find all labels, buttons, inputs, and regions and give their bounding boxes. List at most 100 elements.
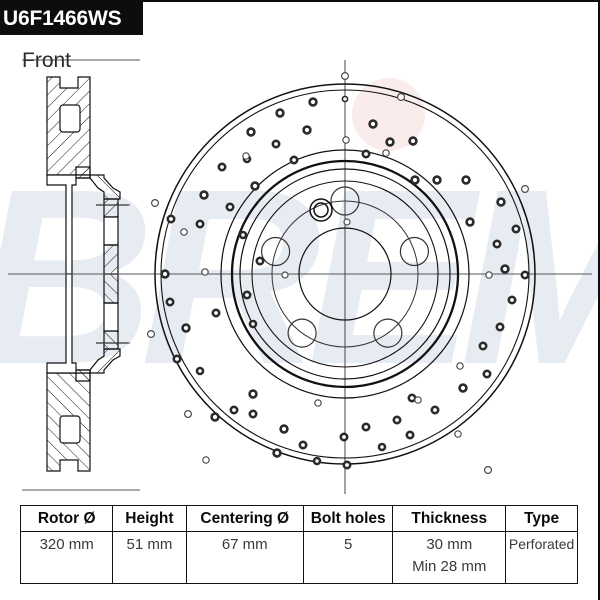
bolt-hole bbox=[330, 186, 360, 216]
table-header-row: Rotor Ø Height Centering Ø Bolt holes Th… bbox=[19, 505, 578, 532]
perforation-hole bbox=[195, 219, 205, 229]
perforation-hole bbox=[342, 136, 350, 144]
perforation-hole bbox=[377, 442, 387, 452]
table-row: 320 mm 51 mm 67 mm 5 30 mm Min 28 mm Per… bbox=[19, 531, 578, 584]
cell-thickness-min: Min 28 mm bbox=[412, 558, 487, 575]
perforation-hole bbox=[248, 409, 258, 419]
perforation-hole bbox=[166, 214, 176, 224]
cell-height: 51 mm bbox=[112, 531, 187, 584]
section-upper-hub bbox=[46, 166, 91, 275]
perforation-hole bbox=[478, 341, 488, 351]
perforation-hole bbox=[520, 185, 529, 194]
perforation-hole bbox=[461, 175, 471, 185]
header-bolt-holes: Bolt holes bbox=[302, 505, 394, 532]
perforation-hole bbox=[202, 456, 210, 464]
perforation-hole bbox=[368, 119, 378, 129]
perforation-hole bbox=[184, 410, 193, 419]
perforation-hole bbox=[248, 319, 258, 329]
perforation-hole bbox=[172, 354, 182, 364]
perforation-hole bbox=[314, 399, 322, 407]
perforation-hole bbox=[181, 323, 191, 333]
perforation-hole bbox=[454, 430, 462, 438]
perforation-hole bbox=[392, 415, 402, 425]
perforation-hole bbox=[484, 466, 493, 475]
perforation-hole bbox=[312, 456, 322, 466]
perforation-hole bbox=[458, 383, 468, 393]
perforation-hole bbox=[271, 139, 281, 149]
perforation-hole bbox=[210, 412, 220, 422]
perforation-hole bbox=[465, 217, 475, 227]
centering-bore bbox=[298, 227, 392, 321]
header-height: Height bbox=[112, 505, 187, 532]
perforation-hole bbox=[279, 424, 289, 434]
perforation-hole bbox=[255, 256, 265, 266]
perforation-hole bbox=[405, 430, 415, 440]
rotor-bell-step bbox=[239, 168, 451, 380]
section-hub-bell bbox=[89, 174, 128, 275]
perforation-hole bbox=[382, 149, 390, 157]
cell-thickness-nominal: 30 mm bbox=[426, 536, 473, 553]
perforation-hole bbox=[361, 422, 371, 432]
perforation-hole bbox=[308, 97, 318, 107]
perforation-hole bbox=[242, 152, 250, 160]
locating-pin-hole bbox=[309, 198, 333, 222]
bolt-hole bbox=[399, 236, 429, 267]
perforation-hole bbox=[275, 108, 285, 118]
perforation-hole bbox=[281, 271, 289, 279]
perforation-hole bbox=[339, 432, 349, 442]
perforation-hole bbox=[147, 330, 156, 339]
perforation-hole bbox=[361, 149, 371, 159]
cell-bolt-holes: 5 bbox=[302, 531, 394, 584]
part-number-title: U6F1466WS bbox=[0, 2, 143, 35]
perforation-hole bbox=[496, 197, 506, 207]
header-thickness: Thickness bbox=[392, 505, 507, 532]
perforation-hole bbox=[482, 369, 492, 379]
bolt-hole-group bbox=[261, 186, 429, 348]
perforation-hole bbox=[397, 92, 406, 101]
perforation-hole bbox=[343, 218, 351, 226]
perforation-hole bbox=[341, 71, 350, 80]
perforation-hole bbox=[385, 137, 395, 147]
perforation-hole bbox=[238, 230, 248, 240]
bolt-hole bbox=[373, 318, 403, 348]
section-lower-half bbox=[46, 273, 128, 472]
perforation-hole bbox=[248, 389, 258, 399]
section-upper-ring bbox=[46, 76, 91, 176]
perforation-hole bbox=[507, 295, 517, 305]
perforation-hole bbox=[430, 405, 440, 415]
header-rotor-diameter: Rotor Ø bbox=[19, 505, 114, 532]
perforation-hole bbox=[492, 239, 502, 249]
perforation-hole bbox=[414, 396, 422, 404]
perforation-hole bbox=[410, 175, 420, 185]
perforation-hole bbox=[246, 127, 256, 137]
perforation-hole bbox=[500, 264, 510, 274]
perforation-hole bbox=[341, 95, 349, 103]
bolt-hole bbox=[261, 236, 291, 267]
specification-table: Rotor Ø Height Centering Ø Bolt holes Th… bbox=[19, 505, 578, 584]
cell-type: Perforated bbox=[505, 531, 578, 584]
view-label-front: Front bbox=[22, 49, 72, 72]
perforation-hole bbox=[217, 162, 227, 172]
bolt-circle bbox=[271, 200, 419, 348]
perforation-hole bbox=[456, 362, 464, 370]
perforation-hole bbox=[302, 125, 312, 135]
bolt-hole bbox=[287, 318, 317, 348]
perforation-hole bbox=[242, 290, 252, 300]
perforation-hole bbox=[342, 460, 352, 470]
perforation-hole bbox=[511, 224, 521, 234]
rotor-swept-inner bbox=[220, 149, 470, 399]
perforation-hole bbox=[199, 190, 209, 200]
perforation-hole bbox=[165, 297, 175, 307]
centerlines bbox=[8, 59, 592, 494]
perforation-hole bbox=[195, 366, 205, 376]
rotor-bell-inner bbox=[251, 180, 439, 368]
perforation-hole bbox=[485, 271, 493, 279]
header-type: Type bbox=[505, 505, 578, 532]
cross-section-view bbox=[46, 76, 130, 472]
perforation-hole bbox=[298, 440, 308, 450]
cell-rotor-diameter: 320 mm bbox=[19, 531, 114, 584]
perforation-hole bbox=[229, 405, 239, 415]
perforation-hole bbox=[432, 175, 442, 185]
rotor-bell-outer bbox=[230, 159, 460, 389]
